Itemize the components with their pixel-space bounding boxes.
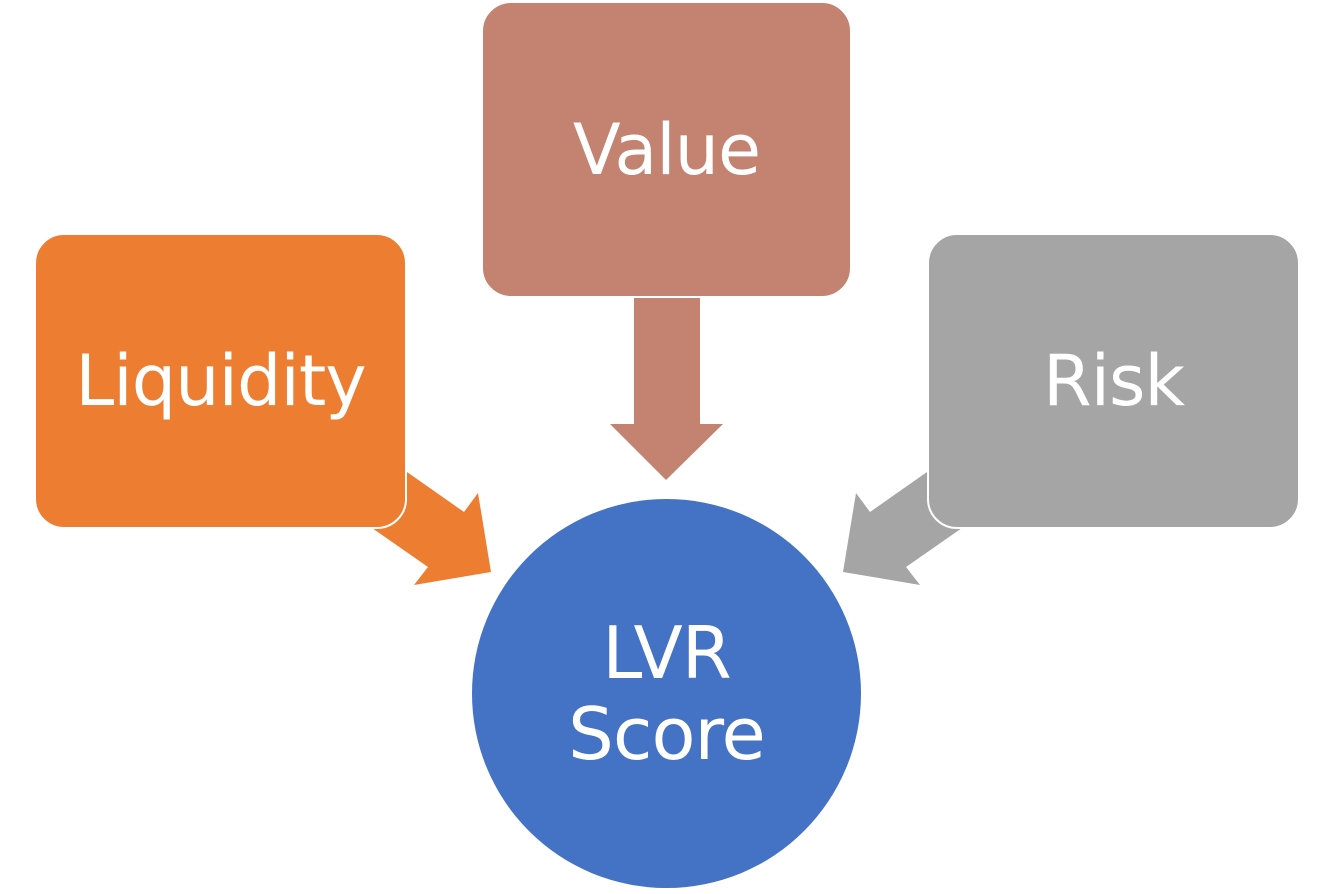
value-node: Value [481,1,852,298]
lvr-score-node: LVR Score [472,499,861,888]
risk-node: Risk [927,233,1300,529]
liquidity-label: Liquidity [75,340,366,422]
liquidity-node: Liquidity [34,233,407,529]
arrow-value-to-lvr [610,298,723,480]
lvr-label-line2: Score [568,691,766,776]
value-label: Value [572,108,761,191]
lvr-label-line1: LVR [602,610,731,695]
risk-label: Risk [1042,340,1185,422]
